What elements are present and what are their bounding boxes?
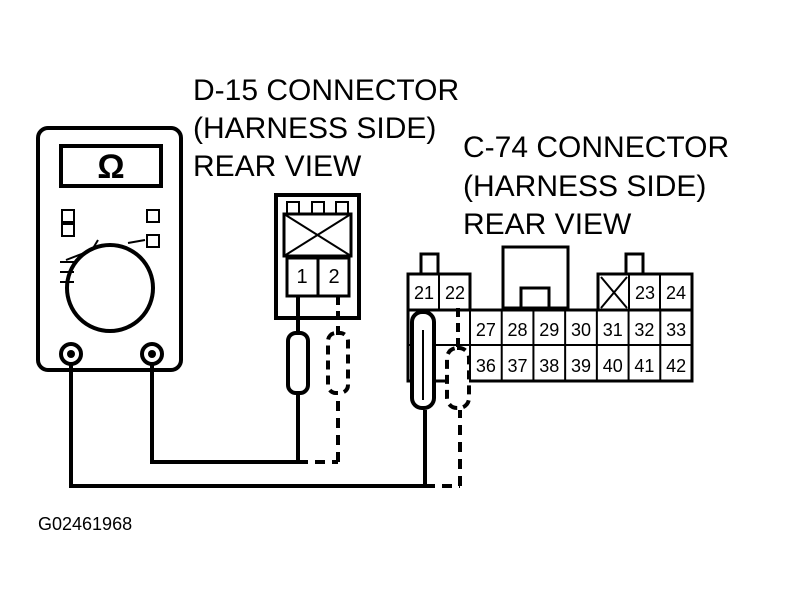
c74-connector <box>406 245 694 383</box>
figure-id: G02461968 <box>38 514 133 534</box>
c74-center-lock <box>501 245 570 310</box>
ohmmeter: Ω <box>36 126 183 372</box>
c74-pin29: 29 <box>539 320 559 340</box>
selector-dial <box>65 243 155 333</box>
test-leads <box>69 364 462 488</box>
ohmmeter-display <box>59 144 163 188</box>
d15-probe-pin1 <box>286 296 310 395</box>
c74-pin28: 28 <box>508 320 528 340</box>
ohmmeter-body <box>36 126 183 372</box>
d15-rear-view-label: REAR VIEW <box>193 150 362 183</box>
c74-pin21: 21 <box>414 283 434 303</box>
c74-pin37: 37 <box>508 356 528 376</box>
dial-pointer-right <box>127 239 146 244</box>
c74-pin32: 32 <box>634 320 654 340</box>
ohm-symbol: Ω <box>97 148 124 186</box>
c74-pin40: 40 <box>603 356 623 376</box>
c74-pin23: 23 <box>635 283 655 303</box>
d15-connector-title: D-15 CONNECTOR <box>193 74 460 107</box>
c74-harness-side-label: (HARNESS SIDE) <box>463 170 707 203</box>
d15-probe-pin2-dashed <box>326 296 350 395</box>
c74-pin33: 33 <box>666 320 686 340</box>
lead-d15-pin1 <box>150 364 300 464</box>
range-indicator-3 <box>146 209 160 223</box>
c74-pin38: 38 <box>539 356 559 376</box>
c74-pin41: 41 <box>634 356 654 376</box>
c74-pin42: 42 <box>666 356 686 376</box>
c74-pin22: 22 <box>445 283 465 303</box>
c74-pin-labels: 21 22 23 24 27 28 29 30 31 32 33 36 37 38 39 40 41 4… <box>414 283 686 376</box>
lead-c74-pin21 <box>69 364 427 488</box>
c74-pin30: 30 <box>571 320 591 340</box>
d15-connector: 1 2 <box>274 193 361 320</box>
d15-pin1-label: 1 <box>296 266 307 288</box>
c74-pin36: 36 <box>476 356 496 376</box>
c74-probe-pin22-dashed <box>445 308 471 410</box>
d15-blank-cavity <box>282 212 353 258</box>
c74-connector-title: C-74 CONNECTOR <box>463 131 730 164</box>
d15-pin2-label: 2 <box>328 266 339 288</box>
c74-rear-view-label: REAR VIEW <box>463 208 632 241</box>
c74-pin24: 24 <box>666 283 686 303</box>
c74-probe-pin21 <box>410 310 436 410</box>
range-indicator-1 <box>61 209 75 223</box>
range-indicator-2 <box>61 223 75 237</box>
d15-harness-side-label: (HARNESS SIDE) <box>193 112 437 145</box>
d15-pin2-cell <box>316 256 351 298</box>
c74-pin39: 39 <box>571 356 591 376</box>
range-indicator-4 <box>146 234 160 248</box>
d15-housing <box>274 193 361 320</box>
c74-pin31: 31 <box>603 320 623 340</box>
c74-pin27: 27 <box>476 320 496 340</box>
